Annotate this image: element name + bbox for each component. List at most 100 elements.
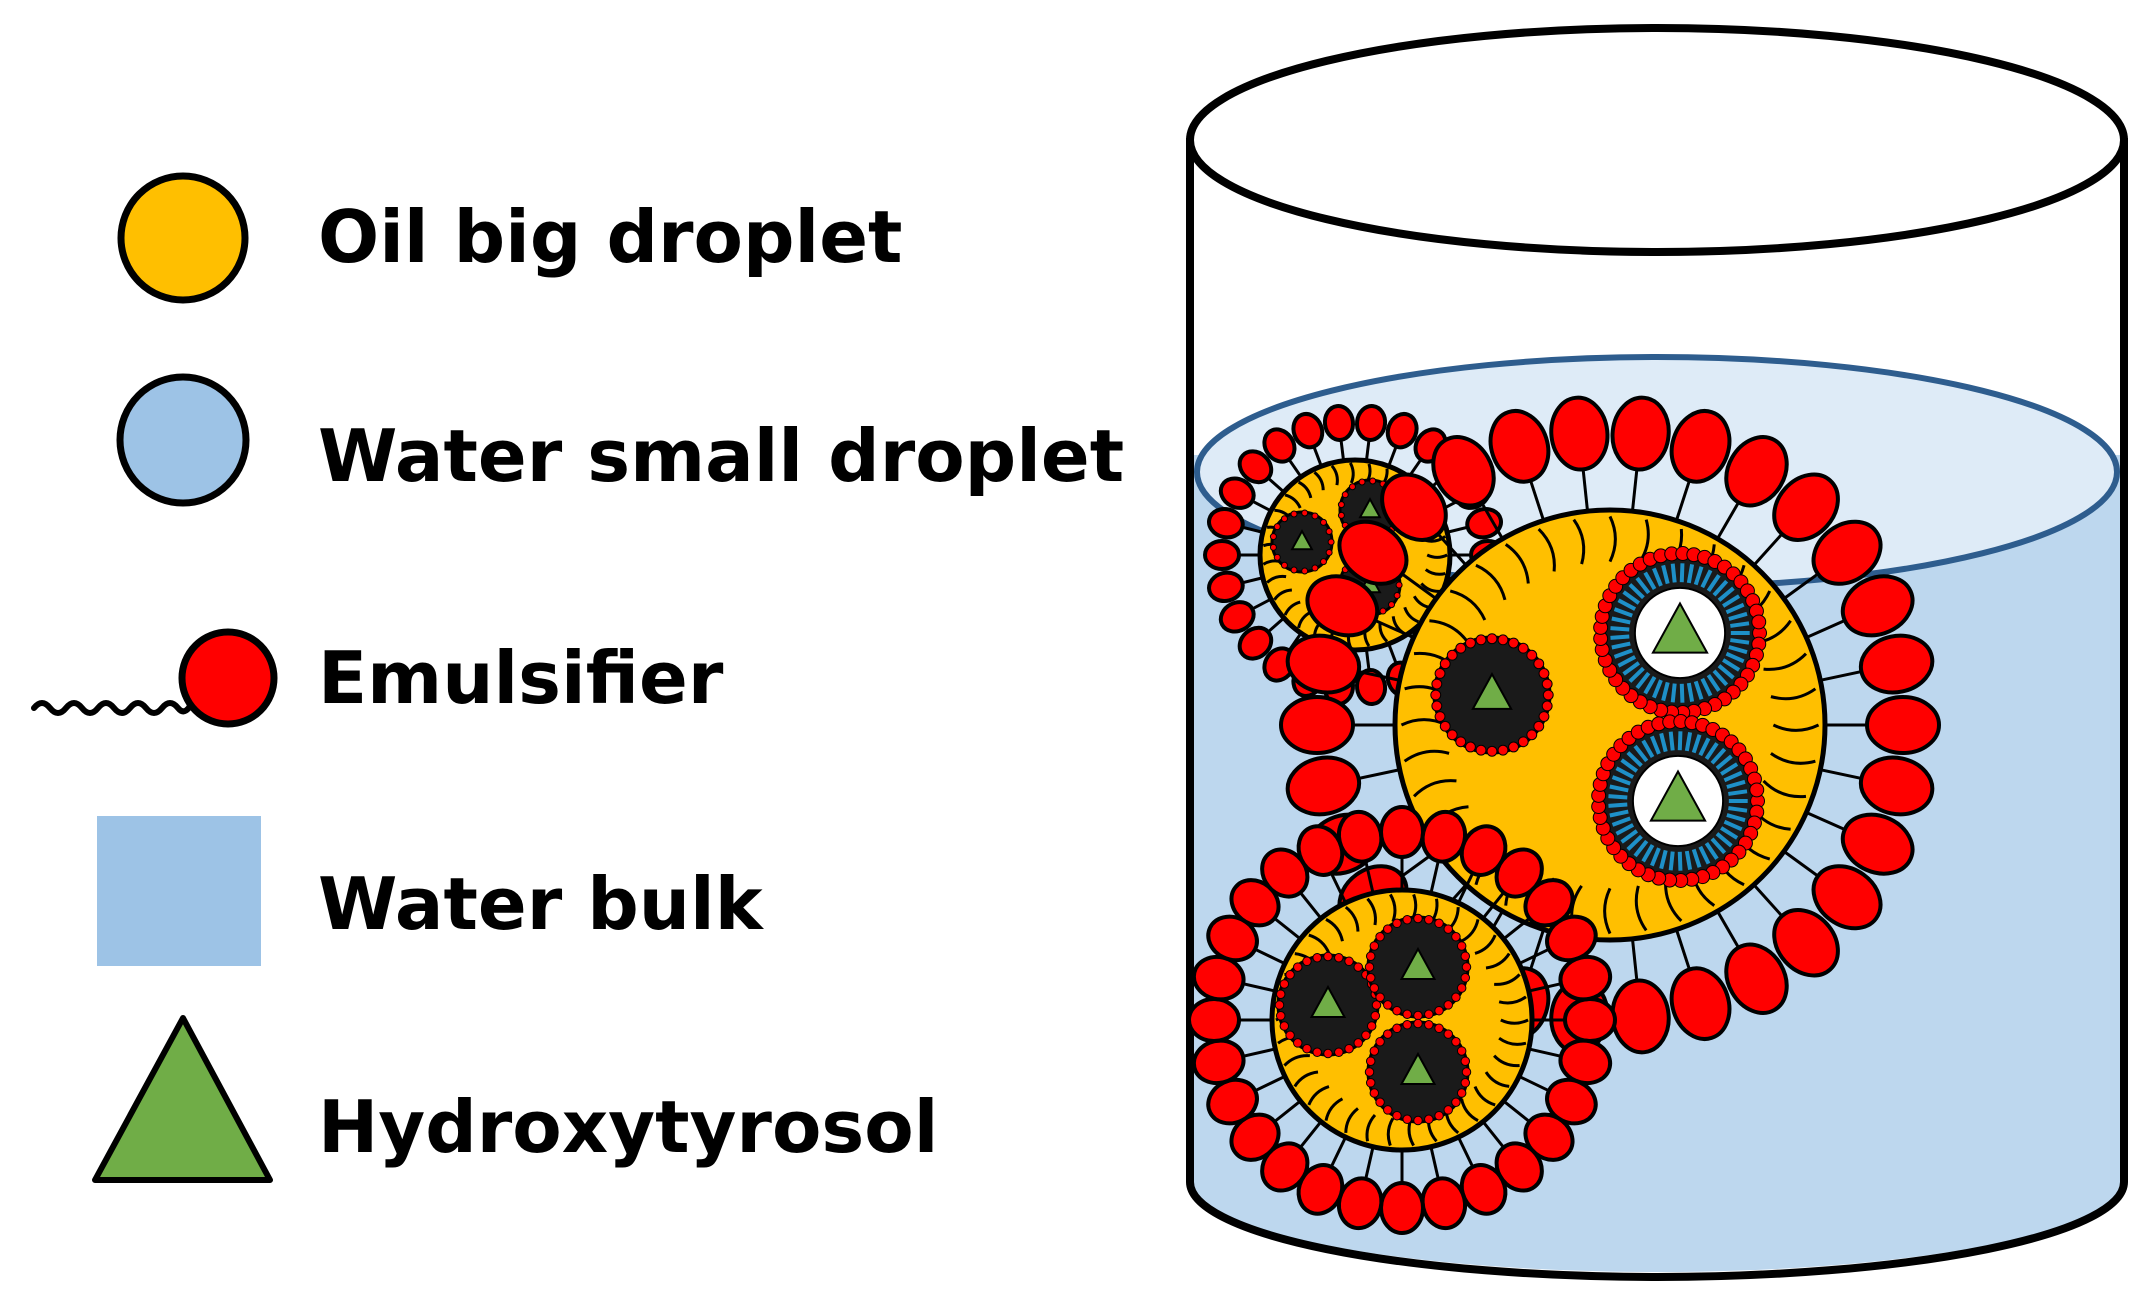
emulsifier-tail: [1473, 1085, 1496, 1107]
inner-emulsifier-head: [1348, 483, 1356, 491]
inner-emulsifier-head: [1269, 543, 1277, 551]
inner-emulsifier-head: [1364, 1067, 1375, 1077]
emulsifier-head: [1218, 476, 1256, 510]
inner-emulsifier-head: [1460, 951, 1471, 961]
hydroxytyrosol-triangle: [1290, 529, 1314, 551]
inner-emulsifier-tail: [1715, 832, 1733, 848]
inner-emulsifier-head: [1273, 523, 1281, 531]
inner-emulsifier-head: [1371, 1000, 1382, 1010]
inner-emulsifier-tail: [1622, 590, 1641, 605]
emulsifier-tail: [1403, 749, 1450, 763]
inner-emulsifier-head: [1366, 1021, 1377, 1031]
inner-emulsifier-tail: [1613, 607, 1633, 618]
inner-emulsifier-head: [1280, 561, 1288, 569]
inner-emulsifier-head: [1269, 533, 1277, 541]
inner-emulsifier-head: [1365, 951, 1376, 961]
inner-emulsifier-head: [1402, 1114, 1412, 1125]
emulsifier-head: [1218, 600, 1256, 634]
inner-emulsifier-tail: [1617, 598, 1637, 611]
inner-emulsifier-head: [1413, 1010, 1423, 1021]
emulsifier-tail: [1484, 1071, 1510, 1088]
inner-emulsifier-tail: [1610, 634, 1630, 640]
emulsifier-head: [1203, 539, 1241, 571]
inner-emulsifier-tail: [1706, 574, 1721, 592]
inner-emulsifier-head: [1383, 1029, 1393, 1039]
inner-emulsifier-tail: [1693, 566, 1704, 586]
inner-emulsifier-head: [1302, 1043, 1312, 1054]
inner-emulsifier-head: [1392, 918, 1402, 929]
inner-emulsifier-tail: [1710, 747, 1727, 765]
inner-emulsifier-head: [1375, 1097, 1385, 1107]
emulsifier-tail: [1307, 1085, 1330, 1106]
emulsifier-tail: [1426, 553, 1448, 559]
inner-emulsifier-head: [1370, 1011, 1381, 1021]
inner-emulsifier-tail: [1686, 682, 1695, 702]
emulsifier-tail: [1449, 589, 1487, 621]
inner-emulsifier-tail: [1668, 851, 1675, 871]
inner-emulsifier-head: [1311, 564, 1319, 572]
inner-emulsifier-tail: [1610, 626, 1630, 632]
emulsifier-tail: [1498, 1036, 1527, 1046]
inner-emulsifier-head: [1402, 1009, 1412, 1020]
emulsifier-head: [1379, 805, 1425, 859]
inner-emulsifier-head: [1434, 1023, 1444, 1034]
emulsifier-head: [1465, 506, 1503, 540]
inner-emulsifier-head: [1475, 744, 1487, 756]
inner-emulsifier-head: [1497, 744, 1509, 756]
inner-emulsifier-head: [1393, 592, 1401, 600]
inner-emulsifier-head: [1402, 914, 1412, 925]
legend-label-water-droplet: Water small droplet: [318, 414, 1124, 498]
inner-emulsifier-head: [1517, 736, 1529, 748]
inner-emulsifier-head: [1451, 932, 1461, 942]
inner-emulsifier-head: [1431, 700, 1443, 712]
inner-emulsifier-tail: [1611, 641, 1631, 650]
inner-emulsifier-tail: [1698, 845, 1711, 865]
inner-emulsifier-tail: [1643, 571, 1657, 590]
inner-emulsifier-head: [1392, 1023, 1402, 1034]
emulsifier-tail: [1344, 1107, 1359, 1133]
inner-emulsifier-head: [1353, 962, 1363, 972]
inner-emulsifier-head: [1275, 989, 1286, 999]
oil-droplet-bottom: [1187, 805, 1617, 1235]
inner-emulsifier-tail: [1712, 579, 1729, 597]
inner-emulsifier-tail: [1633, 839, 1649, 858]
emulsifier-tail: [1475, 563, 1507, 601]
emulsifier-head: [1488, 409, 1551, 484]
inner-emulsifier-head: [1431, 678, 1443, 690]
inner-emulsifier-head: [1517, 642, 1529, 654]
inner-emulsifier-head: [1365, 1056, 1376, 1066]
emulsifier-head: [1291, 411, 1325, 450]
emulsion-droplets: [1187, 395, 1941, 1235]
emulsifier-head: [1285, 633, 1362, 695]
emulsifier-tail: [1537, 527, 1556, 572]
inner-emulsifier-head: [1302, 956, 1312, 967]
inner-emulsifier-tail: [1728, 611, 1748, 621]
inner-emulsifier-tail: [1723, 819, 1743, 832]
inner-emulsifier-tail: [1677, 731, 1683, 751]
inner-emulsifier-tail: [1613, 648, 1633, 659]
inner-emulsifier-tail: [1684, 850, 1693, 870]
emulsifier-head: [1322, 404, 1356, 442]
inner-emulsifier-head: [1285, 1030, 1295, 1040]
emulsifier-tail: [1266, 574, 1287, 584]
inner-emulsifier-head: [1325, 527, 1333, 535]
hydroxytyrosol-triangle: [1358, 497, 1382, 519]
yellow-circle-icon: [117, 172, 249, 304]
inner-emulsifier-head: [1424, 1009, 1434, 1020]
inner-emulsifier-tail: [1628, 583, 1645, 600]
inner-emulsifier-head: [1542, 689, 1554, 701]
inner-emulsifier-head: [1337, 501, 1345, 509]
inner-emulsifier-head: [1508, 637, 1519, 649]
inner-emulsifier-tail: [1679, 683, 1685, 703]
emulsifier-tail: [1412, 779, 1457, 798]
beaker-bottom: [1186, 1181, 2128, 1281]
inner-emulsifier-head: [1443, 1029, 1453, 1039]
inner-emulsifier-head: [1533, 720, 1545, 732]
inner-emulsifier-head: [1443, 924, 1453, 934]
inner-emulsifier-head: [1344, 956, 1354, 967]
emulsifier-tail: [1420, 582, 1440, 593]
inner-emulsifier-tail: [1679, 563, 1685, 583]
inner-emulsifier-tail: [1730, 621, 1750, 628]
inner-emulsifier-head: [1456, 941, 1467, 951]
inner-emulsifier-tail: [1691, 734, 1702, 754]
